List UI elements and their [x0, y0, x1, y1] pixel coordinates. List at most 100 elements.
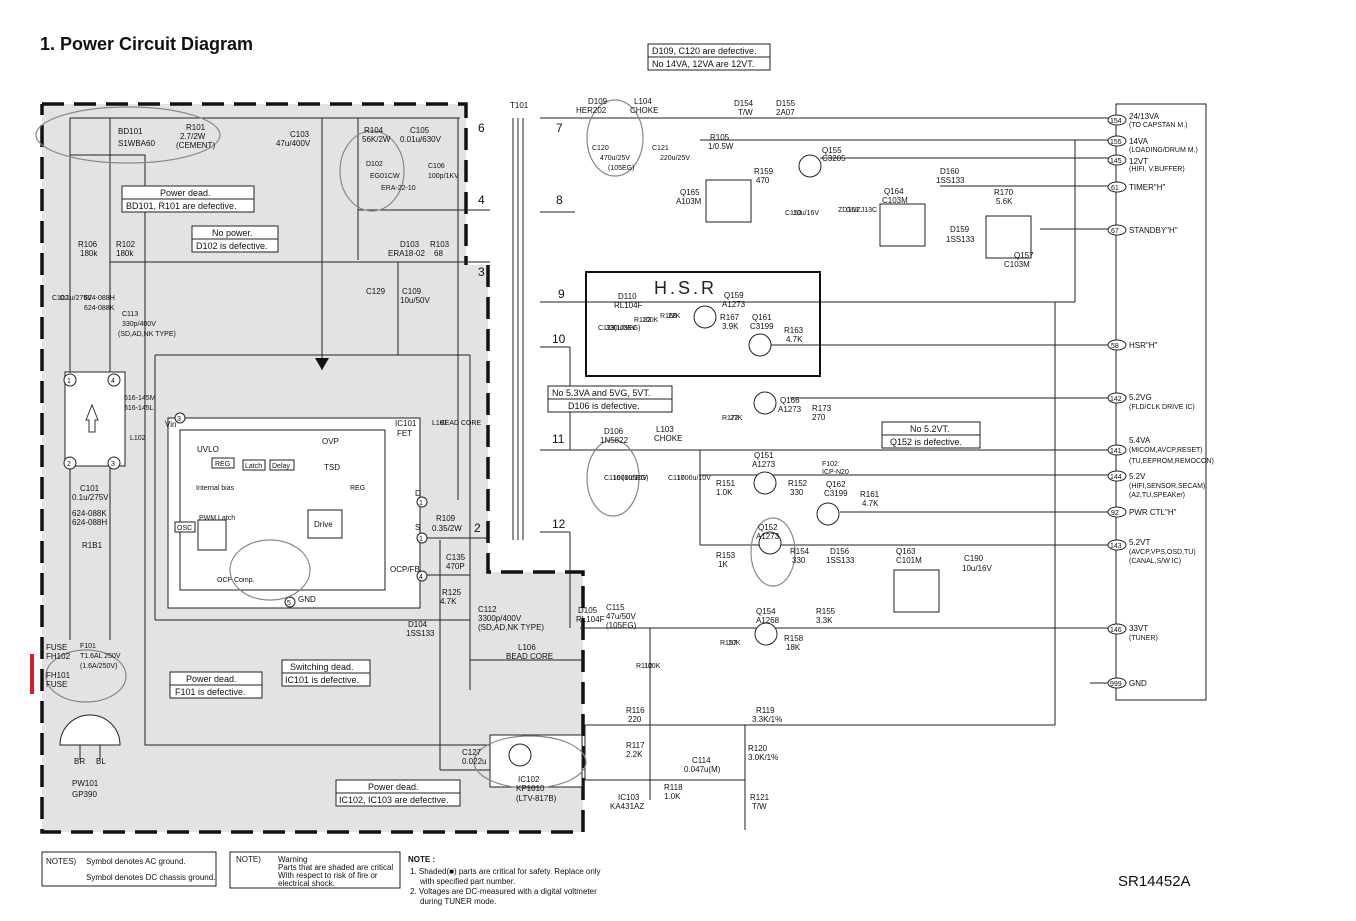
part-label: 3.0K/1%	[748, 753, 778, 762]
part-label: 1SS133	[406, 629, 435, 638]
part-label: CHOKE	[654, 434, 682, 443]
part-label: 10u/16V	[962, 564, 992, 573]
part-label: (105EG)	[622, 475, 648, 482]
part-label: 330	[790, 488, 804, 497]
part-label: BR	[74, 757, 85, 766]
part-label: IC103	[618, 793, 640, 802]
part-label: R109	[436, 514, 456, 523]
part-label: C101	[80, 484, 100, 493]
part-label: 4.7K	[862, 499, 879, 508]
part-label: D156	[830, 547, 850, 556]
output-connector	[1058, 103, 1207, 701]
part-label: S1WBA60	[118, 139, 155, 148]
part-label: BEAD CORE	[506, 652, 553, 661]
note-text: NOTES)	[46, 857, 77, 866]
connector-pin: 92 PWR CTL"H"	[1107, 506, 1177, 518]
part-label: 624-088H	[84, 295, 115, 302]
part-label: R173	[812, 404, 832, 413]
power-plug-pw101	[59, 714, 121, 760]
part-label: R157	[720, 640, 737, 647]
part-label: 2A07	[776, 108, 795, 117]
pin-label: 5.4VA	[1129, 436, 1151, 445]
pin-2: 2	[474, 521, 481, 535]
part-label: L101	[432, 420, 448, 427]
part-label: R152	[788, 479, 808, 488]
delay-label: Delay	[272, 463, 290, 470]
pin-number: 144	[1110, 474, 1122, 481]
part-label: 616-145M	[124, 395, 156, 402]
reg2-label: REG	[350, 485, 365, 492]
l102-pin-3: 3	[111, 461, 115, 468]
t101-label: T101	[510, 101, 529, 110]
ic101-block: IC101 FET Vin UVLO REG Latch Delay OVP T…	[165, 412, 428, 609]
annotation-text: IC102, IC103 are defective.	[339, 795, 449, 805]
part-label: A1273	[752, 460, 776, 469]
part-label: A1273	[756, 532, 780, 541]
annotation-power-dead-f101: Power dead. F101 is defective.	[169, 671, 263, 699]
part-label: 470	[756, 176, 770, 185]
part-label: C153	[785, 210, 802, 217]
part-label: Q163	[896, 547, 916, 556]
annotation-text: IC101 is defective.	[285, 675, 359, 685]
pin-sub: (AVCP,VPS,OSD,TU)	[1129, 549, 1196, 556]
part-label: D105	[578, 606, 598, 615]
part-label: C123	[598, 325, 615, 332]
annotation-no-53va: No 5.3VA and 5VG, 5VT. D106 is defective…	[547, 385, 673, 413]
part-label: 27K	[730, 415, 743, 422]
part-label: ICP-N20	[822, 469, 849, 476]
part-label: D102	[366, 161, 383, 168]
latch-label: Latch	[245, 463, 262, 470]
part-label: 470P	[446, 562, 465, 571]
pin-label: 14VA	[1129, 137, 1149, 146]
l102-pin-1: 1	[67, 378, 71, 385]
part-label: R163	[784, 326, 804, 335]
part-label: R172	[722, 415, 739, 422]
part-label: GP390	[72, 790, 97, 799]
diagram-title: 1. Power Circuit Diagram	[40, 34, 253, 54]
part-label: 624-088H	[72, 518, 107, 527]
part-label: R121	[750, 793, 770, 802]
part-label: R1B1	[82, 541, 103, 550]
part-label: C3199	[750, 322, 774, 331]
part-label: 0.35/2W	[432, 524, 462, 533]
part-label: 0.1u/275V	[60, 295, 92, 302]
pin-12: 12	[552, 517, 566, 531]
part-label: Q151	[754, 451, 774, 460]
part-label: D110	[618, 292, 637, 301]
part-label: L103	[656, 425, 674, 434]
part-label: 1.0K	[716, 488, 733, 497]
pin-sub: (LOADING/DRUM M.)	[1129, 147, 1198, 154]
hsr-block: H.S.R	[585, 271, 821, 377]
part-label: C135	[446, 553, 466, 562]
part-label: 270	[812, 413, 826, 422]
part-label: C3205	[822, 154, 846, 163]
part-label: EG01CW	[370, 173, 400, 180]
part-label: R119	[756, 706, 775, 715]
part-label: R170	[994, 188, 1014, 197]
part-label: R167	[720, 313, 740, 322]
primary-wiring	[69, 117, 583, 771]
osc-label: OSC	[177, 525, 192, 532]
part-label: 0.047u(M)	[684, 765, 721, 774]
reg-label: REG	[215, 461, 230, 468]
ic101-pin-1: 1	[419, 536, 423, 543]
internal-bias-label: Internal bias	[196, 485, 235, 492]
ic101-value: FET	[397, 429, 412, 438]
pin-label: PWR CTL"H"	[1129, 508, 1177, 517]
part-label: R112	[636, 663, 652, 670]
part-label: Q166	[780, 396, 800, 405]
pin-label: TIMER"H"	[1129, 183, 1166, 192]
part-label: C121	[652, 145, 669, 152]
pin-sub: (TU,EEPROM,REMOCON)	[1129, 458, 1214, 465]
part-label: (105EG)	[614, 325, 640, 332]
annotation-text: Switching dead.	[290, 662, 354, 672]
pin-10: 10	[552, 332, 566, 346]
vin-label: Vin	[165, 420, 176, 429]
pin-3: 3	[478, 265, 485, 279]
pin-number: 92	[1111, 510, 1119, 517]
